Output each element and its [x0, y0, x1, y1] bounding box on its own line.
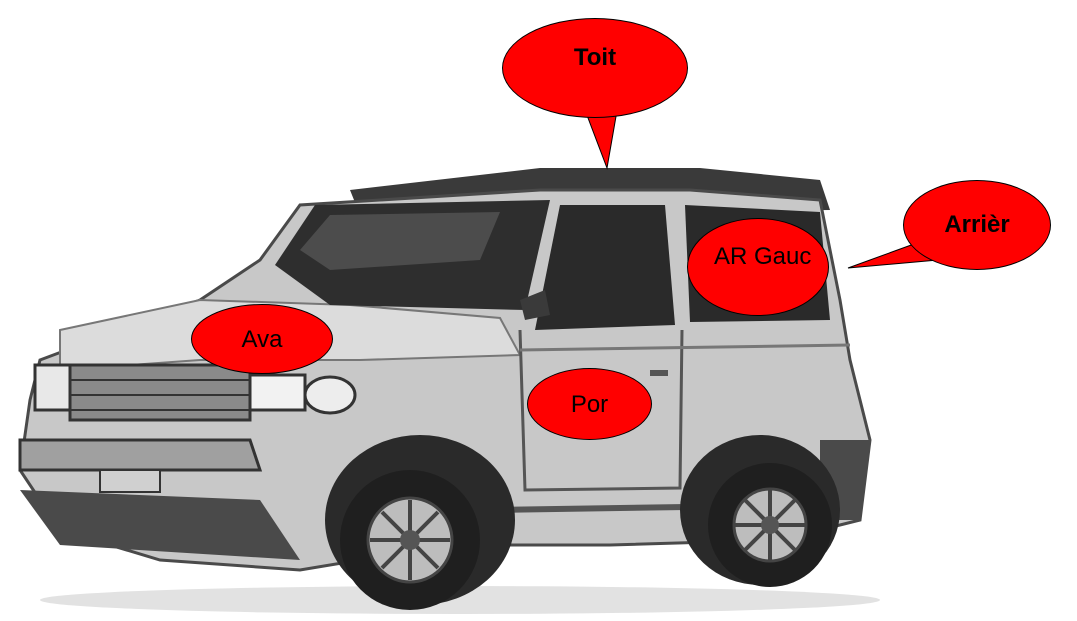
callout-rear-label: Arrièr [904, 211, 1050, 239]
fog-light [305, 377, 355, 413]
bull-bar [20, 440, 260, 470]
license-plate [100, 470, 160, 492]
rear-hub [761, 516, 779, 534]
callout-front-label: Ava [192, 326, 332, 354]
callout-door-label: Por [528, 391, 651, 419]
callout-roof-label: Toit [503, 44, 687, 72]
front-hub [400, 530, 420, 550]
door-handle [650, 370, 668, 376]
callout-rear-left[interactable]: AR Gauc [687, 218, 829, 316]
callout-front[interactable]: Ava [191, 304, 333, 374]
callout-rear[interactable]: Arrièr [903, 180, 1051, 270]
grille [70, 365, 250, 420]
callout-roof[interactable]: Toit [502, 18, 688, 118]
callout-door[interactable]: Por [527, 368, 652, 440]
headlight-left [35, 365, 70, 410]
headlight-right [250, 375, 305, 410]
front-bumper [20, 490, 300, 560]
callout-rear-left-label: AR Gauc [714, 241, 814, 273]
